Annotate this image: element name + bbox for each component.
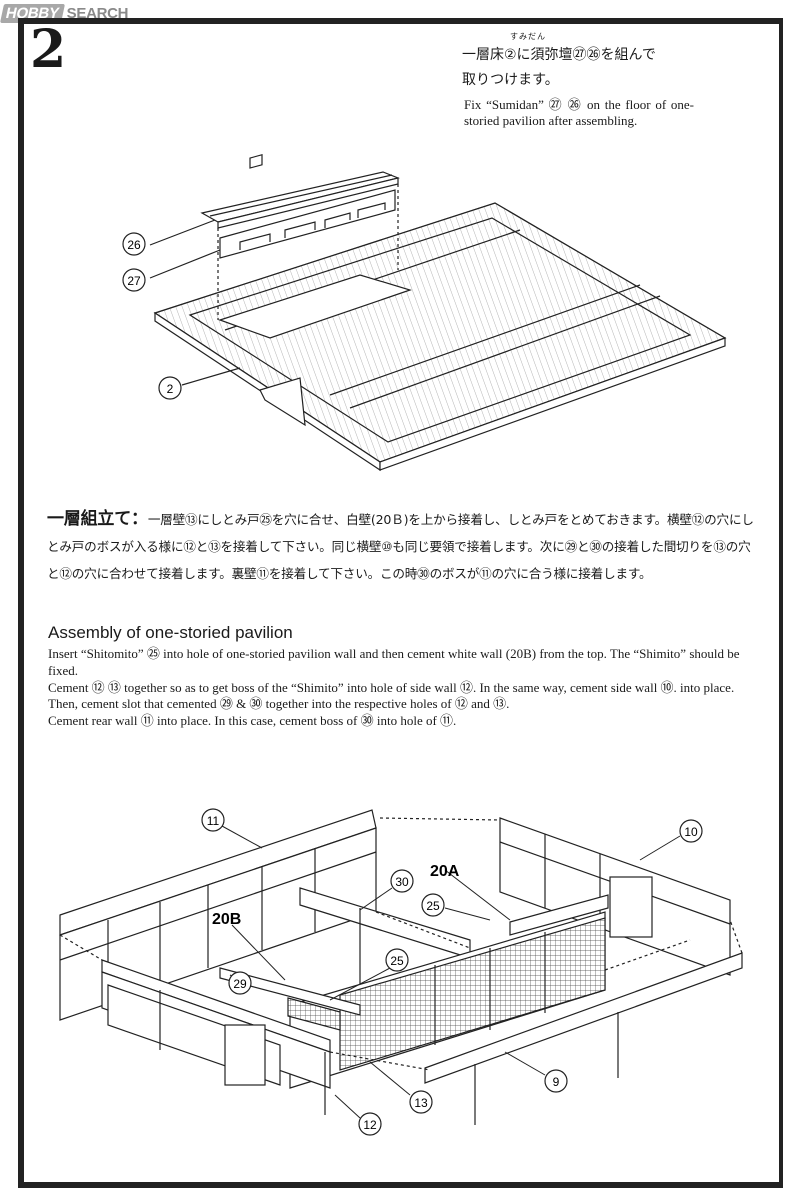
callout-30-label: 30 xyxy=(395,875,409,889)
partition-part-29 xyxy=(219,967,361,1016)
beam-part-9 xyxy=(424,952,743,1125)
callout-20a-label: 20A xyxy=(430,863,460,880)
assembly-instructions-en: Insert “Shitomito” ㉕ into hole of one-st… xyxy=(48,646,758,730)
callout-10-label: 10 xyxy=(684,825,698,839)
floor-diagram xyxy=(149,154,727,472)
assembly-instructions-jp: 一層組立て：一層壁⑬にしとみ戸㉕を穴に合せ、白壁(20Ｂ)を上から接着し、しとみ… xyxy=(47,506,759,587)
top-instruction-jp: 一層床②に須弥壇㉗㉖を組んで 取りつけます。 xyxy=(462,43,762,93)
callout-26-label: 26 xyxy=(127,238,141,252)
top-instruction-en: Fix “Sumidan” ㉗ ㉖ on the floor of one-st… xyxy=(464,97,694,128)
callout-12-label: 12 xyxy=(363,1118,377,1132)
callout-9-label: 9 xyxy=(553,1075,560,1089)
callout-13-label: 13 xyxy=(414,1096,428,1110)
furigana-annotation: すみだん xyxy=(510,32,546,41)
callout-26-circle xyxy=(122,232,146,256)
top-callouts: 26 27 2 xyxy=(122,232,182,400)
assembly-para-1: Insert “Shitomito” ㉕ into hole of one-st… xyxy=(48,646,740,678)
page-border xyxy=(18,18,783,1188)
sumidan-part-26 xyxy=(200,171,400,229)
site-watermark: HOBBY SEARCH xyxy=(0,2,129,24)
rear-wall-part-11 xyxy=(59,809,377,1021)
callout-25b-label: 25 xyxy=(390,954,404,968)
callout-11-label: 11 xyxy=(207,814,220,828)
step-number: 2 xyxy=(30,19,67,80)
pavilion-diagram xyxy=(59,809,743,1125)
side-wall-part-12 xyxy=(101,959,331,1115)
assembly-text-jp: 一層壁⑬にしとみ戸㉕を穴に合せ、白壁(20Ｂ)を上から接着し、しとみ戸をとめてお… xyxy=(47,512,754,581)
shitomito-part-25 xyxy=(287,894,609,1031)
top-instruction-jp-line2: 取りつけます。 xyxy=(462,72,559,88)
assembly-para-3: Cement rear wall ⑪ into place. In this c… xyxy=(48,713,457,729)
assembly-heading-jp: 一層組立て： xyxy=(47,509,148,529)
callout-27-label: 27 xyxy=(127,274,141,288)
sumidan-part-27 xyxy=(219,154,396,259)
assembly-heading-en: Assembly of one-storied pavilion xyxy=(48,623,293,642)
callout-2-circle xyxy=(158,376,182,400)
callout-25a-label: 25 xyxy=(426,899,440,913)
side-wall-part-10 xyxy=(499,817,731,976)
watermark-suffix: SEARCH xyxy=(66,4,129,22)
callout-20b-label: 20B xyxy=(212,911,241,928)
assembly-para-2: Cement ⑫ ⑬ together so as to get boss of… xyxy=(48,679,735,712)
bottom-callout-labels: 11 10 30 20A 25 20B 25 29 9 13 12 xyxy=(201,808,703,1136)
top-instruction-jp-line1: 一層床②に須弥壇㉗㉖を組んで xyxy=(462,47,656,63)
front-wall-part-13 xyxy=(289,911,606,1089)
callout-2-label: 2 xyxy=(167,382,174,396)
callout-27-circle xyxy=(122,268,146,292)
callout-29-label: 29 xyxy=(233,977,247,991)
floor-part-2 xyxy=(153,202,727,472)
